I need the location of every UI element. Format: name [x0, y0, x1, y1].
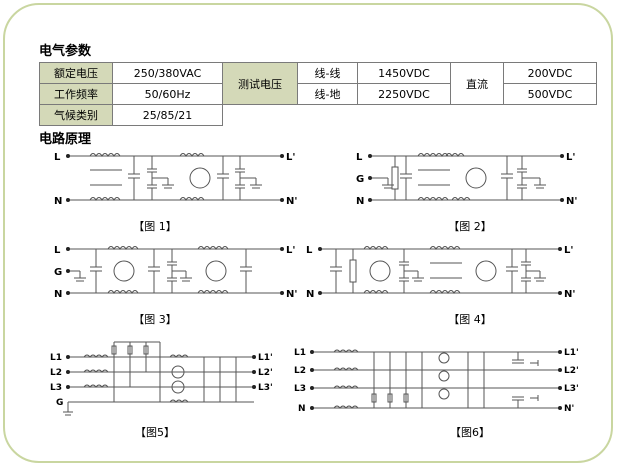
fig5-in-label-l2: L2	[50, 368, 62, 378]
fig4-in-label-l: L	[306, 245, 313, 256]
fig2-out-label-n: N'	[566, 196, 577, 207]
fig4-out-label-n: N'	[564, 289, 575, 300]
circuit-diagram-1: L N L' N'	[54, 152, 297, 207]
fig1-in-label-n: N	[54, 196, 62, 207]
circuit-diagram-5: L1 L2 L3 G L1' L2' L3'	[50, 341, 273, 416]
fig4-out-label-l: L'	[564, 245, 573, 256]
fig3-out-label-n: N'	[286, 289, 297, 300]
fig6-out-label-l3: L3'	[564, 384, 579, 394]
fig1-out-label-n: N'	[286, 196, 297, 207]
line-line-label: 线-线	[297, 62, 358, 84]
dc-label: 直流	[450, 62, 504, 105]
fig2-in-label-g: G	[356, 174, 364, 185]
fig4-caption: 【图 4】	[448, 313, 492, 326]
line-ground-label: 线-地	[297, 83, 358, 105]
climate-value: 25/85/21	[112, 104, 223, 126]
fig5-out-label-l1: L1'	[258, 353, 273, 363]
section-title-electrical: 电气参数	[39, 44, 92, 59]
section-title-circuit: 电路原理	[39, 132, 92, 147]
fig3-in-label-n: N	[54, 289, 62, 300]
fig5-out-label-l3: L3'	[258, 383, 273, 393]
fig2-caption: 【图 2】	[448, 220, 492, 233]
fig2-out-label-l: L'	[566, 152, 575, 163]
rated-voltage-label: 额定电压	[39, 62, 113, 84]
fig5-caption: 【图5】	[135, 426, 175, 439]
dc-value-1: 200VDC	[503, 62, 597, 84]
fig5-in-label-l1: L1	[50, 353, 62, 363]
circuit-diagram-3: L G N L' N'	[54, 245, 297, 300]
rated-voltage-value: 250/380VAC	[112, 62, 223, 84]
fig3-in-label-g: G	[54, 267, 62, 278]
fig6-in-label-n: N	[298, 404, 306, 414]
line-line-value: 1450VDC	[357, 62, 451, 84]
fig5-in-label-g: G	[56, 398, 63, 408]
fig6-caption: 【图6】	[450, 426, 490, 439]
line-ground-value: 2250VDC	[357, 83, 451, 105]
fig5-in-label-l3: L3	[50, 383, 62, 393]
electrical-params-table: 额定电压 250/380VAC 测试电压 线-线 1450VDC 直流 200V…	[39, 62, 597, 126]
fig3-out-label-l: L'	[286, 245, 295, 256]
fig1-out-label-l: L'	[286, 152, 295, 163]
fig5-out-label-l2: L2'	[258, 368, 273, 378]
fig6-out-label-l1: L1'	[564, 348, 579, 358]
fig3-caption: 【图 3】	[133, 313, 177, 326]
climate-label: 气候类别	[39, 104, 113, 126]
fig1-in-label-l: L	[54, 152, 61, 163]
fig4-in-label-n: N	[306, 289, 314, 300]
fig6-out-label-n: N'	[564, 404, 574, 414]
fig2-in-label-n: N	[356, 196, 364, 207]
fig6-out-label-l2: L2'	[564, 366, 579, 376]
circuit-diagram-2: L G N L' N'	[356, 152, 577, 207]
fig3-in-label-l: L	[54, 245, 61, 256]
circuit-diagram-6: L1 L2 L3 N L1' L2' L3' N'	[294, 348, 579, 414]
fig6-in-label-l3: L3	[294, 384, 306, 394]
frequency-label: 工作频率	[39, 83, 113, 105]
test-voltage-label: 测试电压	[222, 62, 298, 105]
frequency-value: 50/60Hz	[112, 83, 223, 105]
circuit-diagram-4: L N L' N'	[306, 245, 575, 300]
fig6-in-label-l2: L2	[294, 366, 306, 376]
dc-value-2: 500VDC	[503, 83, 597, 105]
fig1-caption: 【图 1】	[133, 220, 177, 233]
fig6-in-label-l1: L1	[294, 348, 306, 358]
fig2-in-label-l: L	[356, 152, 363, 163]
